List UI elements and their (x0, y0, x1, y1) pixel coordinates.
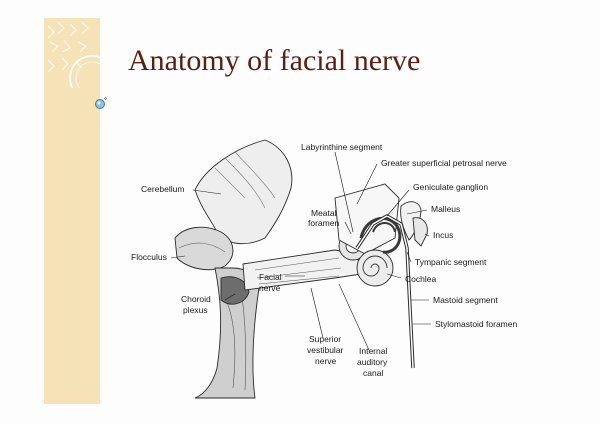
label-malleus: Malleus (431, 204, 460, 214)
label-facial-nerve-line2: nerve (259, 283, 281, 293)
label-choroid-plexus-line1: Choroid (181, 294, 211, 304)
label-mastoid-segment: Mastoid segment (433, 295, 498, 305)
label-superior-vestibular-nerve-line1: Superior (309, 334, 341, 344)
label-superior-vestibular-nerve-line2: vestibular (307, 345, 344, 355)
label-cochlea: Cochlea (405, 274, 436, 284)
leader-lines (170, 151, 431, 351)
labyrinth-shape (359, 216, 402, 254)
choroid-plexus-shape (220, 276, 250, 305)
incus-shape (412, 217, 428, 247)
label-flocculus: Flocculus (131, 252, 167, 262)
label-internal-auditory-canal-line3: canal (363, 368, 383, 378)
label-labyrinthine-segment: Labyrinthine segment (301, 142, 383, 152)
label-stylomastoid-foramen: Stylomastoid foramen (435, 319, 517, 329)
label-geniculate-ganglion: Geniculate ganglion (413, 182, 488, 192)
flocculus-shape (174, 226, 234, 271)
slide-title: Anatomy of facial nerve (128, 44, 421, 77)
label-internal-auditory-canal-line2: auditory (357, 357, 388, 367)
bullet-icon (95, 96, 108, 109)
label-choroid-plexus-line2: plexus (183, 305, 208, 315)
label-greater-superficial-petrosal-nerve: Greater superficial petrosal nerve (381, 158, 507, 168)
label-cerebellum: Cerebellum (141, 184, 184, 194)
facial-nerve-diagram: Labyrinthine segment Greater superficial… (131, 139, 517, 399)
sidebar-band (44, 18, 100, 404)
label-facial-nerve-line1: Facial (259, 272, 282, 282)
diagram-labels: Labyrinthine segment Greater superficial… (131, 142, 517, 378)
label-incus: Incus (433, 230, 453, 240)
anatomy-illustration (174, 139, 428, 399)
label-meatal-foramen-line2: foramen (308, 218, 339, 228)
label-superior-vestibular-nerve-line3: nerve (315, 356, 337, 366)
label-tympanic-segment: Tympanic segment (415, 257, 487, 267)
label-internal-auditory-canal-line1: Internal (359, 346, 387, 356)
decorative-pattern (47, 21, 100, 88)
cochlea-shape (356, 249, 394, 287)
label-meatal-foramen-line1: Meatal (311, 208, 337, 218)
